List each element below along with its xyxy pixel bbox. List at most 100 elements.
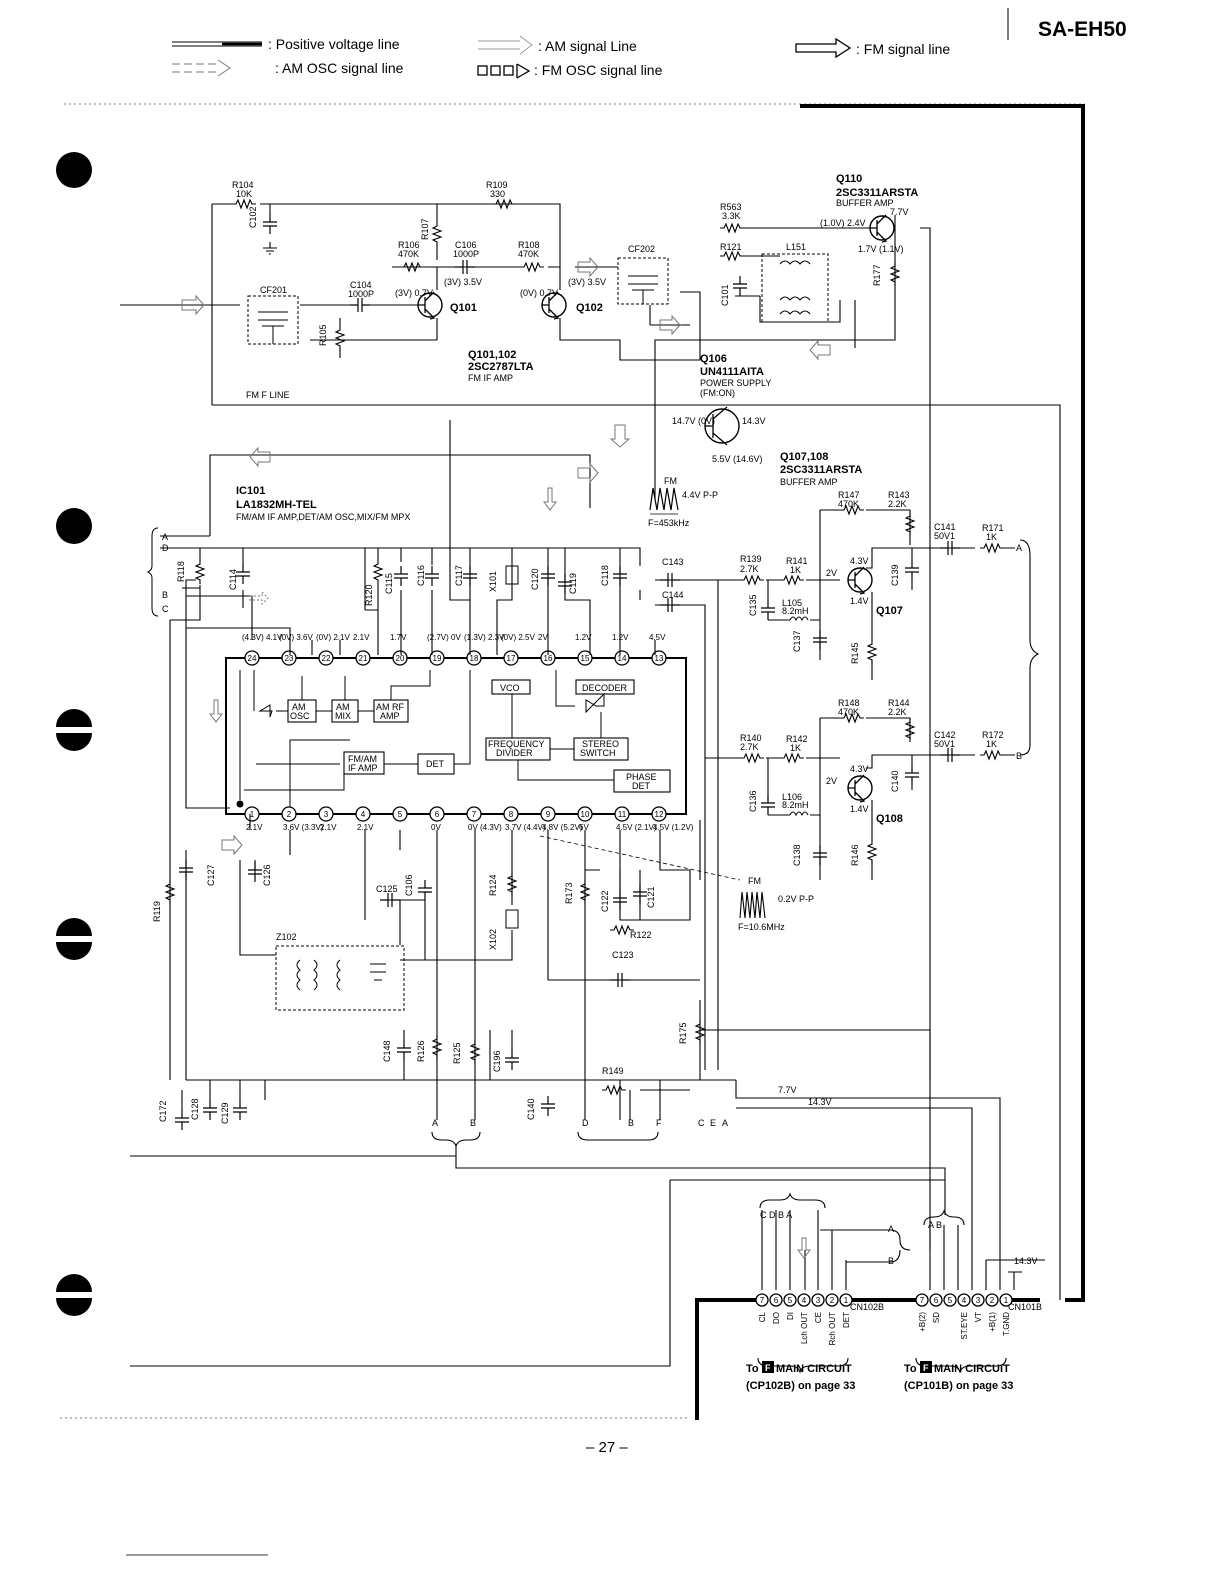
letters-ab: A B (928, 1220, 942, 1230)
ic-pin-top-voltage: 1.7V (390, 633, 407, 642)
block-decoder (575, 679, 635, 695)
svg-text:9: 9 (546, 810, 551, 819)
value-l105: 8.2mH (782, 606, 809, 616)
ic-pin-top-voltage: 2V (538, 633, 548, 642)
main-circuit-2-sub: (CP101B) on page 33 (904, 1380, 1013, 1392)
resistor-r563 (719, 223, 745, 233)
ic-pin-bottom-9: 9 (540, 806, 556, 822)
label-c115: C115 (384, 573, 394, 594)
capacitor-c101 (732, 275, 748, 297)
ic-pin-top-14: 14 (614, 650, 630, 666)
label-c138: C138 (792, 844, 802, 866)
ic-pin-bottom-voltage: 6V (579, 823, 589, 832)
ic101-body (225, 657, 687, 815)
letter-b-left: B (162, 590, 168, 600)
label-r125: R125 (452, 1042, 462, 1064)
ic-pin-bottom-4: 4 (355, 806, 371, 822)
filter-z102 (275, 945, 405, 1011)
cn102b-pin-2: 2 (825, 1293, 839, 1307)
svg-text:3: 3 (976, 1296, 981, 1305)
wave-bot-amp: 0.2V P-P (778, 894, 814, 904)
resistor-r146 (867, 839, 877, 865)
ic-bottom-external-wiring (181, 814, 736, 1120)
text-decoder: DECODER (582, 683, 628, 693)
cn102b-pin-4: 4 (797, 1293, 811, 1307)
svg-text:7: 7 (472, 810, 477, 819)
legend-am-osc: : AM OSC signal line (275, 60, 404, 76)
label-r121: R121 (720, 242, 742, 252)
block-phase-det (613, 769, 671, 793)
ic-pin-top-18: 18 (466, 650, 482, 666)
svg-text:4: 4 (361, 810, 366, 819)
ic-pin-top-voltage: (1.3V) 2.3V (464, 633, 505, 642)
letter-e-bus: E (710, 1118, 716, 1128)
label-r141: R141 (786, 556, 808, 566)
voltage-q101-collector: (3V) 3.5V (444, 277, 482, 287)
voltage-q110-emitter: 1.7V (1.1V) (858, 244, 904, 254)
ic-pin-top-20: 20 (392, 650, 408, 666)
coil-l105 (789, 616, 809, 622)
main-circuit-1: MAIN CIRCUIT (776, 1363, 852, 1375)
binder-hole (56, 1274, 92, 1316)
ic-pin-top-voltage: 1.2V (575, 633, 592, 642)
label-cf202: CF202 (628, 244, 655, 254)
svg-text:19: 19 (433, 654, 442, 663)
cn102b-pin-name: CL (758, 1311, 767, 1322)
capacitor-c148 (396, 1039, 412, 1061)
bottom-bus-wiring (130, 1029, 1045, 1374)
resistor-r121 (719, 251, 745, 261)
crystal-x101 (505, 565, 519, 585)
value-r104: 10K (236, 189, 252, 199)
voltage-q110-base: (1.0V) 2.4V (820, 218, 866, 228)
voltage-q108-emitter: 1.4V (850, 804, 869, 814)
capacitor-c102 (262, 213, 278, 235)
ic-pin-bottom-12: 12 (651, 806, 667, 822)
capacitor-c172 (174, 1109, 190, 1131)
svg-text:1: 1 (844, 1296, 849, 1305)
label-ic101: IC101 (236, 485, 265, 497)
svg-text:5: 5 (788, 1296, 793, 1305)
label-c140b: C140 (526, 1098, 536, 1120)
ic-pin-top-voltage: (4.3V) 4.1V (242, 633, 283, 642)
label-c114: C114 (228, 569, 238, 590)
part-ic101: LA1832MH-TEL (236, 499, 317, 511)
label-q101: Q101 (450, 302, 477, 314)
label-c116: C116 (416, 565, 426, 586)
label-c122: C122 (600, 890, 610, 912)
voltage-q102-base: (0V) 0.7V (520, 288, 558, 298)
wave-top-freq: F=453kHz (648, 518, 690, 528)
svg-text:7: 7 (760, 1296, 765, 1305)
label-c106b: C106 (404, 874, 414, 896)
label-r124: R124 (488, 874, 498, 896)
svg-text:5: 5 (398, 810, 403, 819)
svg-text:22: 22 (322, 654, 331, 663)
label-l106: L106 (782, 792, 802, 802)
letters-cdba: C D B A (760, 1210, 792, 1220)
wave-top-amp: 4.4V P-P (682, 490, 718, 500)
text-vco: VCO (500, 683, 520, 693)
capacitor-c115 (393, 565, 409, 587)
capacitor-c136 (760, 794, 776, 816)
legend-fm-osc: : FM OSC signal line (534, 62, 663, 78)
cn101b-pin-3: 3 (971, 1293, 985, 1307)
svg-text:4: 4 (802, 1296, 807, 1305)
letter-c-bus: C (698, 1118, 705, 1128)
fm-line-label: FM F LINE (246, 390, 290, 400)
label-r120: R120 (364, 584, 374, 606)
label-r145: R145 (850, 642, 860, 664)
ic-pin-top-13: 13 (651, 650, 667, 666)
svg-text:18: 18 (470, 654, 479, 663)
coil-l106 (789, 811, 809, 817)
voltage-q101-base: (3V) 0.7V (395, 288, 433, 298)
binder-hole (56, 709, 92, 751)
badge-f-icon (762, 1361, 774, 1373)
transistor-q106-icon (704, 406, 740, 446)
value-r108: 470K (518, 249, 539, 259)
value-c106: 1000P (453, 249, 479, 259)
svg-text:10: 10 (581, 810, 590, 819)
resistor-r105 (335, 325, 345, 351)
label-r148: R148 (838, 698, 860, 708)
